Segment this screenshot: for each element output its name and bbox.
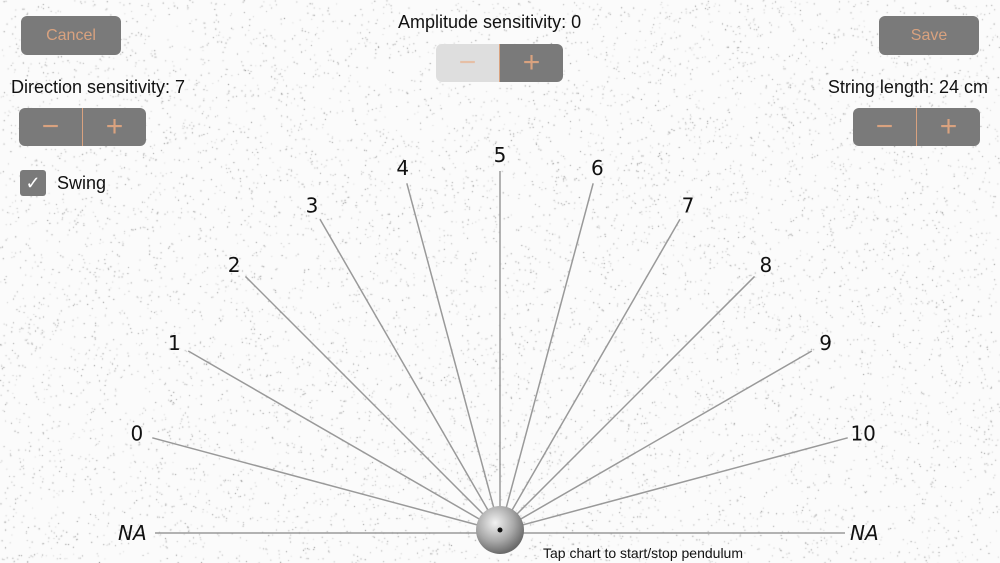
tick-label-1: 1 xyxy=(168,331,181,355)
direction-stepper: − + xyxy=(19,108,146,146)
string-length-stepper: − + xyxy=(853,108,980,146)
direction-label: Direction sensitivity: 7 xyxy=(11,77,185,98)
save-button[interactable]: Save xyxy=(879,16,979,55)
direction-line-10 xyxy=(500,438,848,531)
direction-line-2 xyxy=(245,276,500,531)
tick-label-9: 9 xyxy=(819,331,832,355)
cancel-button[interactable]: Cancel xyxy=(21,16,121,55)
na-left-label: NA xyxy=(118,521,147,545)
direction-line-9 xyxy=(500,351,812,531)
string-length-label: String length: 24 cm xyxy=(828,77,988,98)
direction-line-1 xyxy=(188,351,500,531)
check-icon: ✓ xyxy=(25,173,40,194)
hint-text: Tap chart to start/stop pendulum xyxy=(543,545,743,561)
tick-label-4: 4 xyxy=(396,156,409,180)
swing-checkbox[interactable]: ✓ xyxy=(20,170,46,196)
tick-label-3: 3 xyxy=(306,193,319,217)
amplitude-stepper: − + xyxy=(436,44,563,82)
direction-line-7 xyxy=(500,219,680,531)
na-right-label: NA xyxy=(850,521,879,545)
direction-line-8 xyxy=(500,276,755,531)
amplitude-minus-button[interactable]: − xyxy=(436,44,499,82)
direction-line-0 xyxy=(152,438,500,531)
direction-line-4 xyxy=(407,183,500,531)
direction-plus-button[interactable]: + xyxy=(83,108,146,146)
swing-label: Swing xyxy=(57,173,106,194)
tick-label-8: 8 xyxy=(760,253,773,277)
direction-line-3 xyxy=(320,219,500,531)
string-length-plus-button[interactable]: + xyxy=(917,108,980,146)
tick-label-7: 7 xyxy=(682,193,695,217)
direction-minus-button[interactable]: − xyxy=(19,108,82,146)
amplitude-plus-button[interactable]: + xyxy=(500,44,563,82)
tick-label-10: 10 xyxy=(850,422,875,446)
string-length-minus-button[interactable]: − xyxy=(853,108,916,146)
tick-label-6: 6 xyxy=(591,156,604,180)
direction-line-6 xyxy=(500,183,593,531)
amplitude-label: Amplitude sensitivity: 0 xyxy=(398,12,581,33)
tick-label-5: 5 xyxy=(494,143,507,167)
pendulum-pivot xyxy=(498,528,503,533)
tick-label-2: 2 xyxy=(228,253,241,277)
tick-label-0: 0 xyxy=(130,422,143,446)
